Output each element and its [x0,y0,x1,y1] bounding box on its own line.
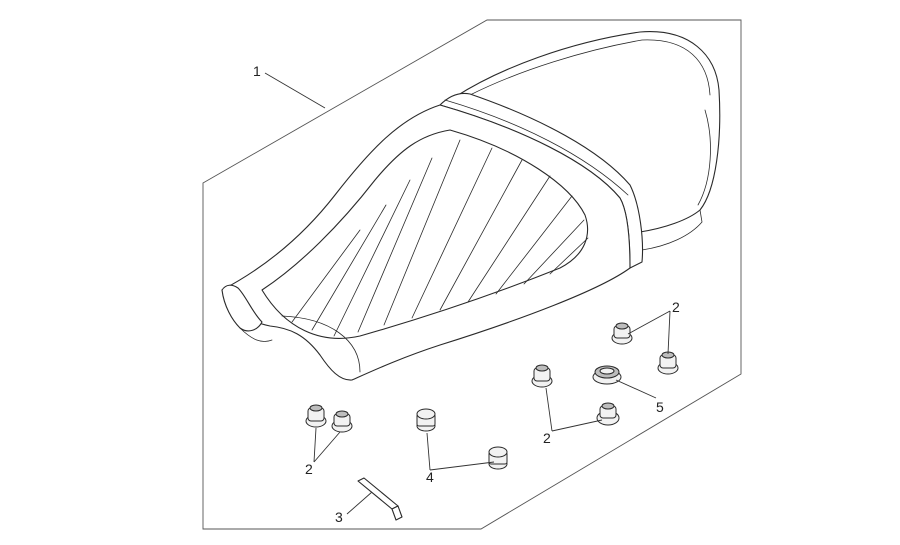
hex-key-part [357,477,403,521]
seat-pleat-stitches [291,139,589,337]
fastener-upper-left [611,322,633,345]
seat-rear-side [639,209,703,251]
callout-4: 4 [426,469,434,485]
grommet-part [592,365,622,385]
seat-pleat-panel [261,129,589,339]
fastener-mid-left [531,364,553,388]
seat-rear-piping-2 [697,109,711,206]
callout-5: 5 [656,399,664,415]
seat-nose [221,284,263,332]
leader-2-lower [313,427,341,463]
seat-strap-edge [444,99,629,196]
leader-1 [264,72,326,109]
leader-3 [346,491,373,515]
fastener-upper-right [657,351,679,375]
fastener-lower-left-b [331,410,353,433]
callout-3: 3 [335,509,343,525]
callout-2-mid: 2 [543,430,551,446]
callout-2-upper: 2 [672,299,680,315]
seat-nose-bottom [239,327,273,342]
spacer-right [488,446,508,470]
panel-frame [202,19,742,530]
seat-rear-piping [469,39,711,96]
fastener-lower-left-a [305,404,327,428]
leader-2-upper [627,310,671,355]
leader-4 [426,432,495,471]
seat-front-lip [281,315,361,373]
leader-2-mid [545,387,603,432]
seat-part [221,31,721,381]
callout-2-lower: 2 [305,461,313,477]
callout-1: 1 [253,63,261,79]
fastener-mid-right [596,402,620,426]
leader-5 [615,379,657,399]
spacer-left [416,408,436,432]
